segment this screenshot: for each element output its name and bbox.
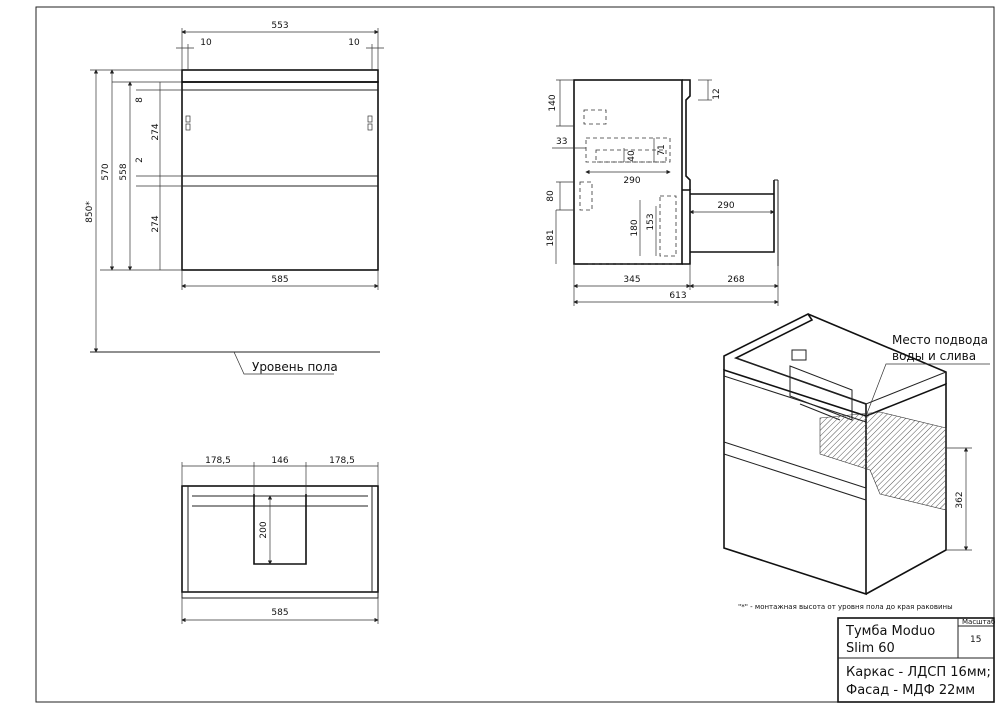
dim-h71: 71: [657, 144, 667, 155]
top-cutout: [253, 494, 307, 565]
dim-w345: 345: [623, 275, 640, 285]
title-name-line1: Тумба Moduo: [845, 624, 935, 639]
iso-dim-height: 362: [955, 491, 965, 508]
scale-value: 15: [970, 635, 981, 645]
side-view: 140 12 33 71 40 290 80 180 153 181 290 3…: [546, 79, 779, 306]
dim-h40: 40: [627, 150, 637, 162]
footnote: "*" - монтажная высота от уровня пола до…: [738, 603, 953, 611]
dim-body-height: 570: [101, 163, 111, 180]
floor-label: Уровень пола: [252, 360, 338, 374]
dim-h153: 153: [646, 213, 656, 230]
scale-label: Масштаб: [962, 618, 995, 626]
iso-view: Место подвода воды и слива 362: [723, 312, 990, 596]
dim-h180: 180: [630, 219, 640, 236]
dim-top-left: 178,5: [205, 456, 231, 466]
dim-total-height: 850*: [85, 201, 95, 223]
dim-w613: 613: [669, 291, 686, 301]
dim-cutout-depth: 200: [259, 521, 269, 538]
dim-w290-drawer: 290: [717, 201, 734, 211]
material-line2: Фасад - МДФ 22мм: [846, 683, 975, 698]
side-body: [573, 79, 683, 265]
front-view: 553 10 10 850* 570 558 8 274 2 274 585 У…: [85, 21, 384, 375]
top-body: [181, 485, 379, 593]
material-line1: Каркас - ЛДСП 16мм;: [846, 665, 991, 680]
dim-gap-top: 8: [135, 97, 145, 103]
dim-h140: 140: [548, 94, 558, 111]
dim-drawer1-height: 274: [151, 123, 161, 140]
iso-water-supply-area: [819, 411, 947, 511]
dim-w268: 268: [727, 275, 744, 285]
dim-drawer2-height: 274: [151, 215, 161, 232]
dim-inset-right: 10: [348, 38, 360, 48]
front-countertop: [181, 69, 379, 83]
dim-front-width: 585: [271, 275, 288, 285]
dim-top-middle: 146: [271, 456, 288, 466]
dim-w33: 33: [556, 137, 567, 147]
dim-w290-top: 290: [623, 176, 640, 186]
dim-gap-mid: 2: [135, 157, 145, 163]
dim-facade-height: 558: [119, 163, 129, 180]
title-block: Тумба Moduo Slim 60 Масштаб 15 Каркас - …: [837, 617, 995, 703]
side-drawer-open: [690, 180, 775, 253]
dim-inset-left: 10: [200, 38, 212, 48]
dim-top-right: 178,5: [329, 456, 355, 466]
iso-callout-line1: Место подвода: [892, 333, 988, 347]
iso-callout-line2: воды и слива: [892, 349, 976, 363]
top-view: 178,5 146 178,5 200 585: [181, 456, 379, 624]
title-name-line2: Slim 60: [846, 641, 895, 656]
dim-top-width-585: 585: [271, 608, 288, 618]
dim-top-width: 553: [271, 21, 288, 31]
dim-h80: 80: [546, 190, 556, 202]
sheet-frame: [35, 6, 995, 703]
dim-h12: 12: [712, 88, 722, 99]
dim-h181: 181: [546, 229, 556, 246]
